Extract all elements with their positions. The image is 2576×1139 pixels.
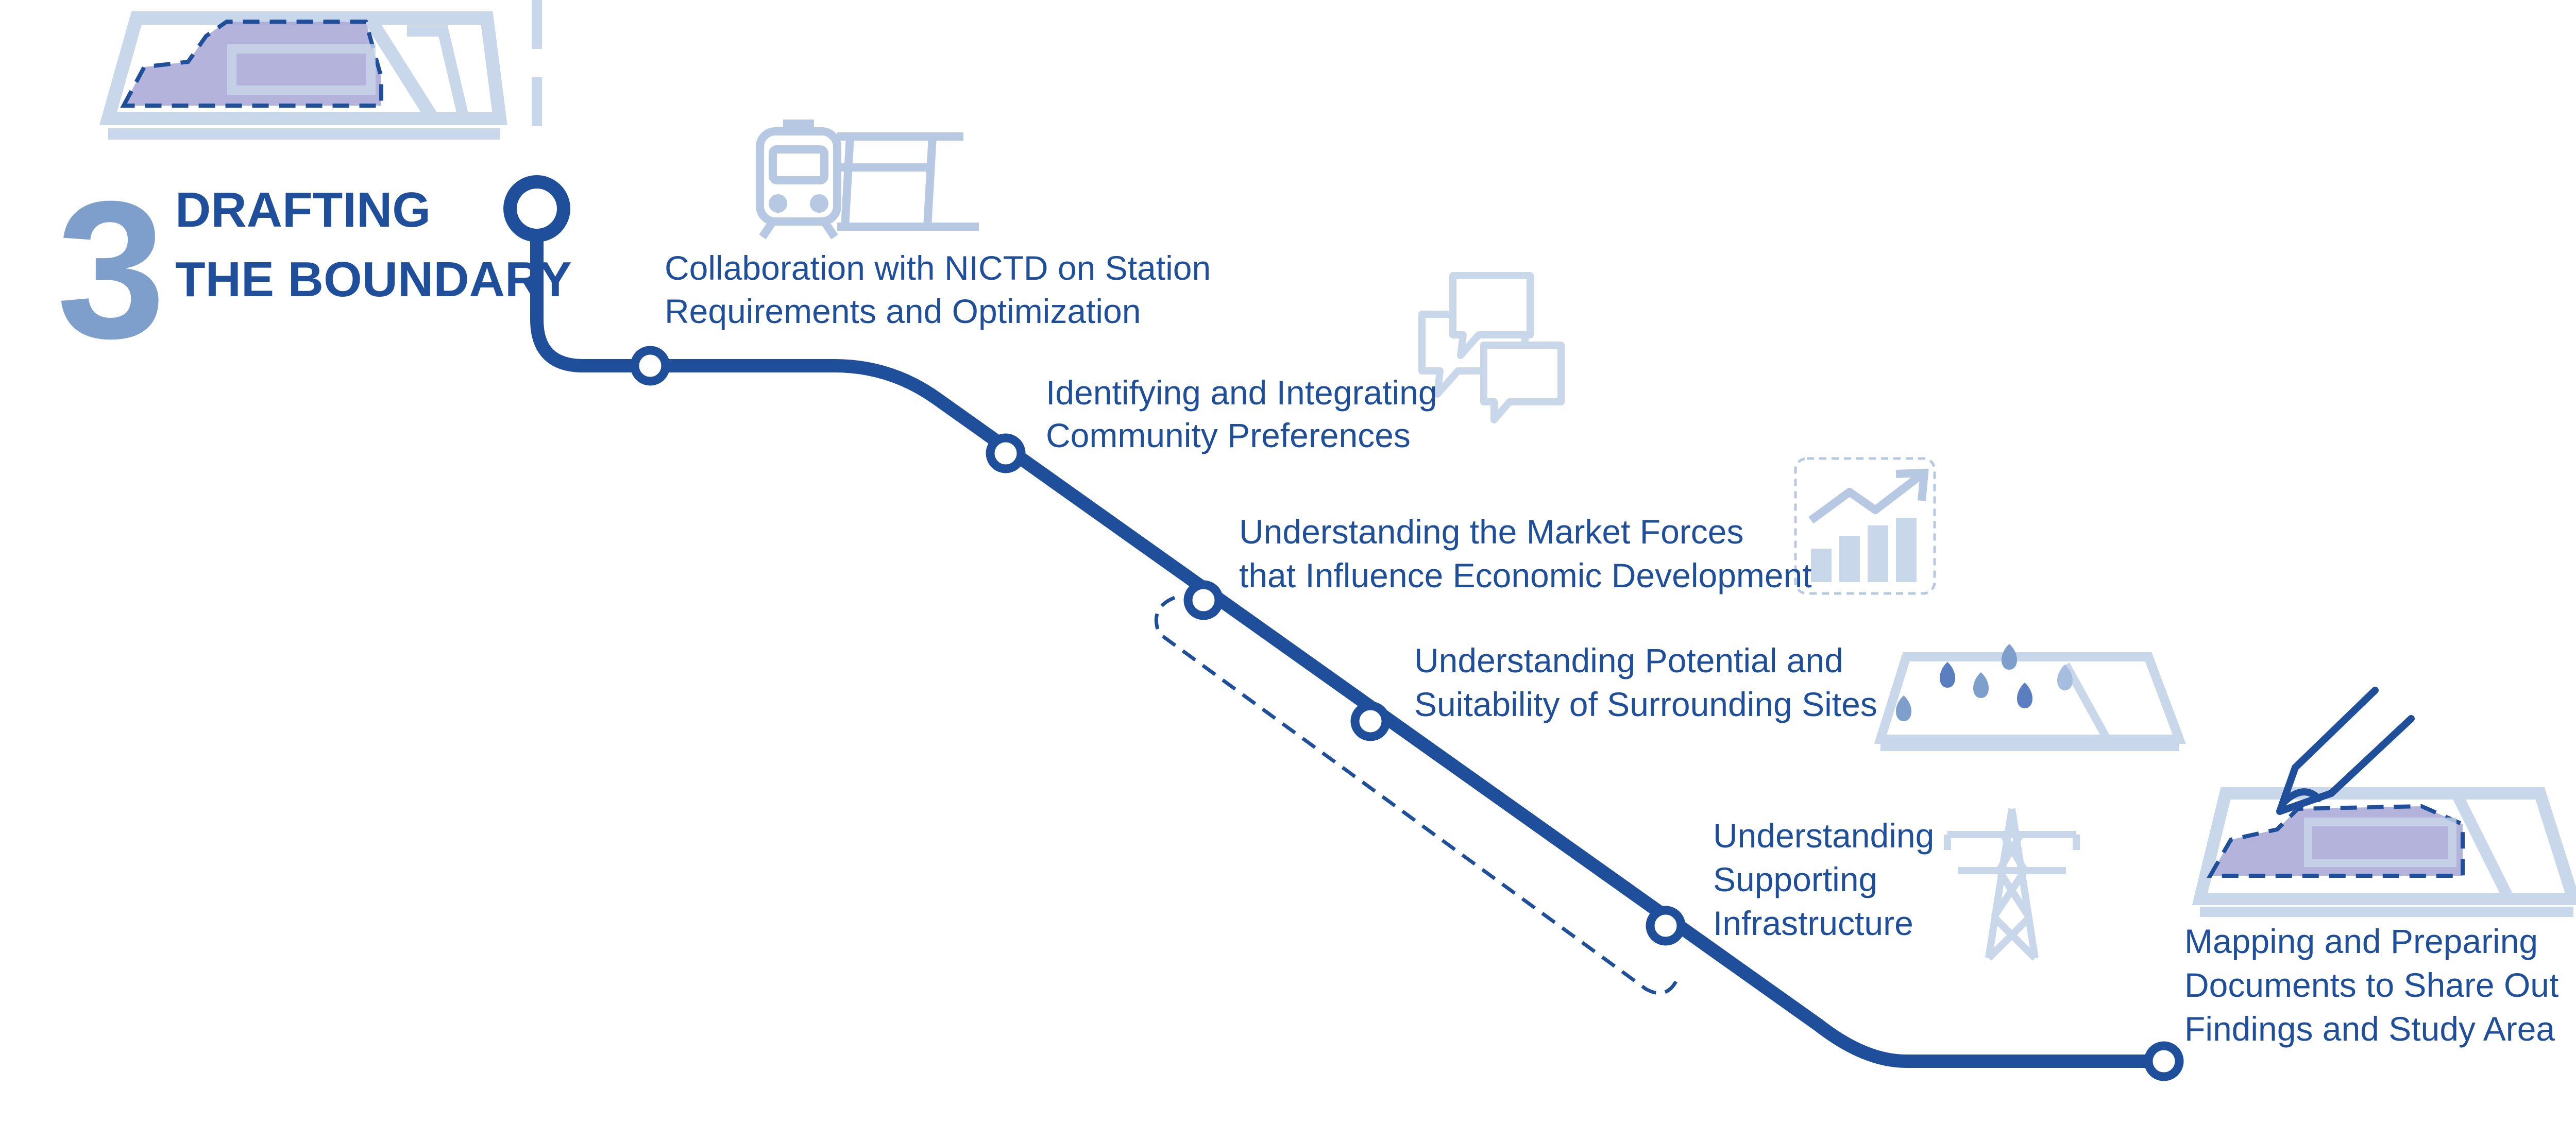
svg-text:Infrastructure: Infrastructure — [1713, 904, 1913, 942]
stop-2 — [986, 433, 1026, 473]
train-icon — [756, 120, 979, 240]
parcel-map-icon — [99, 11, 507, 140]
step-4-label: Understanding Potential and Suitability … — [1414, 641, 1877, 723]
svg-text:Community Preferences: Community Preferences — [1046, 416, 1411, 454]
route-line — [530, 202, 2171, 1068]
svg-text:Understanding Potential and: Understanding Potential and — [1414, 641, 1843, 679]
step-6-label: Mapping and Preparing Documents to Share… — [2184, 922, 2558, 1048]
svg-text:Understanding the Market Force: Understanding the Market Forces — [1239, 513, 1743, 551]
svg-text:Understanding: Understanding — [1713, 817, 1934, 855]
svg-text:Identifying and Integrating: Identifying and Integrating — [1046, 373, 1437, 412]
power-tower-icon — [1944, 808, 2080, 961]
step-2-label: Identifying and Integrating Community Pr… — [1046, 373, 1437, 454]
start-stop — [503, 175, 570, 242]
svg-text:Suitability of Surrounding Sit: Suitability of Surrounding Sites — [1414, 685, 1877, 723]
step-3-label: Understanding the Market Forces that Inf… — [1239, 513, 1812, 594]
step-1-label: Collaboration with NICTD on Station Requ… — [665, 249, 1211, 330]
title-line-2: THE BOUNDARY — [175, 252, 572, 307]
svg-text:Findings and Study Area: Findings and Study Area — [2184, 1010, 2555, 1048]
svg-text:Mapping and Preparing: Mapping and Preparing — [2184, 922, 2538, 960]
phase-number: 3 — [57, 160, 165, 379]
end-stop — [2144, 1041, 2184, 1081]
svg-text:Collaboration with NICTD on St: Collaboration with NICTD on Station — [665, 249, 1211, 287]
svg-text:Documents to Share Out: Documents to Share Out — [2184, 966, 2558, 1004]
step-5-label: Understanding Supporting Infrastructure — [1713, 817, 1934, 942]
chat-bubbles-icon — [1418, 272, 1565, 423]
stop-4 — [1350, 701, 1391, 741]
grouping-bracket — [1154, 596, 1682, 995]
site-map-pins-icon — [1874, 644, 2186, 751]
stop-1 — [630, 346, 670, 386]
title-line-1: DRAFTING — [175, 182, 431, 237]
drafting-map-icon — [2192, 687, 2576, 917]
svg-text:Requirements and Optimization: Requirements and Optimization — [665, 292, 1141, 330]
svg-text:Supporting: Supporting — [1713, 860, 1877, 898]
svg-text:that Influence Economic Develo: that Influence Economic Development — [1239, 556, 1812, 594]
stop-3 — [1183, 580, 1224, 620]
pencil-icon — [2276, 687, 2415, 815]
stop-5 — [1646, 906, 1686, 946]
market-chart-icon — [1794, 457, 1936, 595]
